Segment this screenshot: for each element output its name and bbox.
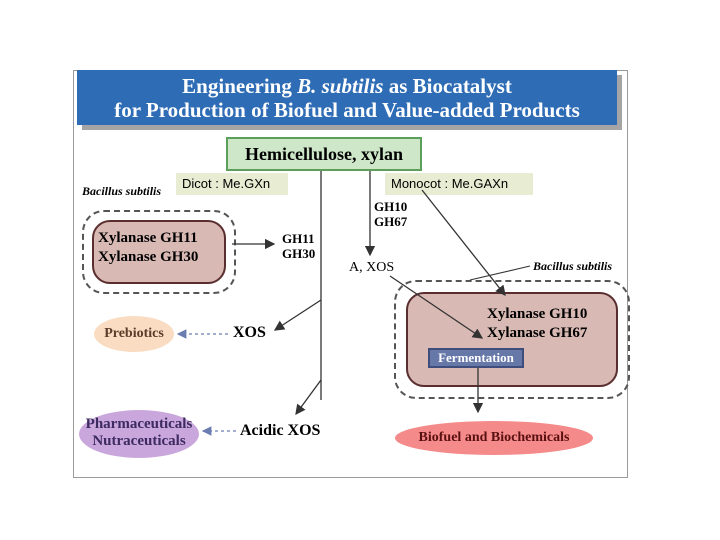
gh-top-label: GH10 GH67: [374, 199, 407, 229]
pharma-ellipse: Pharmaceuticals Nutraceuticals: [79, 410, 199, 458]
axos-label: A, XOS: [349, 260, 395, 275]
dicot-label: Dicot : Me.GXn: [176, 173, 288, 195]
organism-left-label: Bacillus subtilis: [82, 184, 162, 198]
dicot-text: Dicot : Me.GXn: [182, 176, 271, 191]
monocot-label: Monocot : Me.GAXn: [385, 173, 533, 195]
left-enzyme-2: Xylanase GH30: [98, 249, 199, 265]
substrate-box: Hemicellulose, xylan: [226, 137, 422, 171]
right-cell-enzymes: Xylanase GH10 Xylanase GH67: [487, 305, 587, 343]
left-cell: [82, 210, 236, 294]
prebiotics-ellipse: Prebiotics: [94, 316, 174, 352]
right-cell: [394, 280, 630, 399]
right-enzyme-2: Xylanase GH67: [487, 325, 588, 341]
title-line-1-pre: Engineering: [182, 74, 298, 98]
acidic-xos-label: Acidic XOS: [240, 422, 321, 439]
gh-left-line-1: GH11: [282, 231, 315, 246]
title-banner: Engineering B. subtilis as Biocatalyst f…: [77, 70, 617, 125]
gh-left-label: GH11 GH30: [282, 231, 315, 261]
left-cell-enzymes: Xylanase GH11 Xylanase GH30: [98, 229, 198, 267]
monocot-text: Monocot : Me.GAXn: [391, 176, 509, 191]
title-organism: B. subtilis: [297, 74, 384, 98]
organism-right-label: Bacillus subtilis: [533, 259, 613, 273]
left-cell-body: [92, 220, 226, 284]
gh-left-line-2: GH30: [282, 246, 316, 261]
fermentation-box: Fermentation: [428, 348, 524, 368]
gh-top-line-2: GH67: [374, 214, 408, 229]
left-enzyme-1: Xylanase GH11: [98, 230, 198, 246]
right-enzyme-1: Xylanase GH10: [487, 306, 588, 322]
xos-label: XOS: [233, 324, 266, 341]
gh-top-line-1: GH10: [374, 199, 408, 214]
biofuel-ellipse: Biofuel and Biochemicals: [395, 421, 593, 455]
pharma-line-1: Pharmaceuticals: [85, 416, 193, 432]
title-line-2: for Production of Biofuel and Value-adde…: [114, 98, 580, 122]
title-line-1: Engineering B. subtilis as Biocatalyst: [77, 74, 617, 98]
pharma-line-2: Nutraceuticals: [92, 433, 186, 449]
title-line-1-post: as Biocatalyst: [383, 74, 512, 98]
